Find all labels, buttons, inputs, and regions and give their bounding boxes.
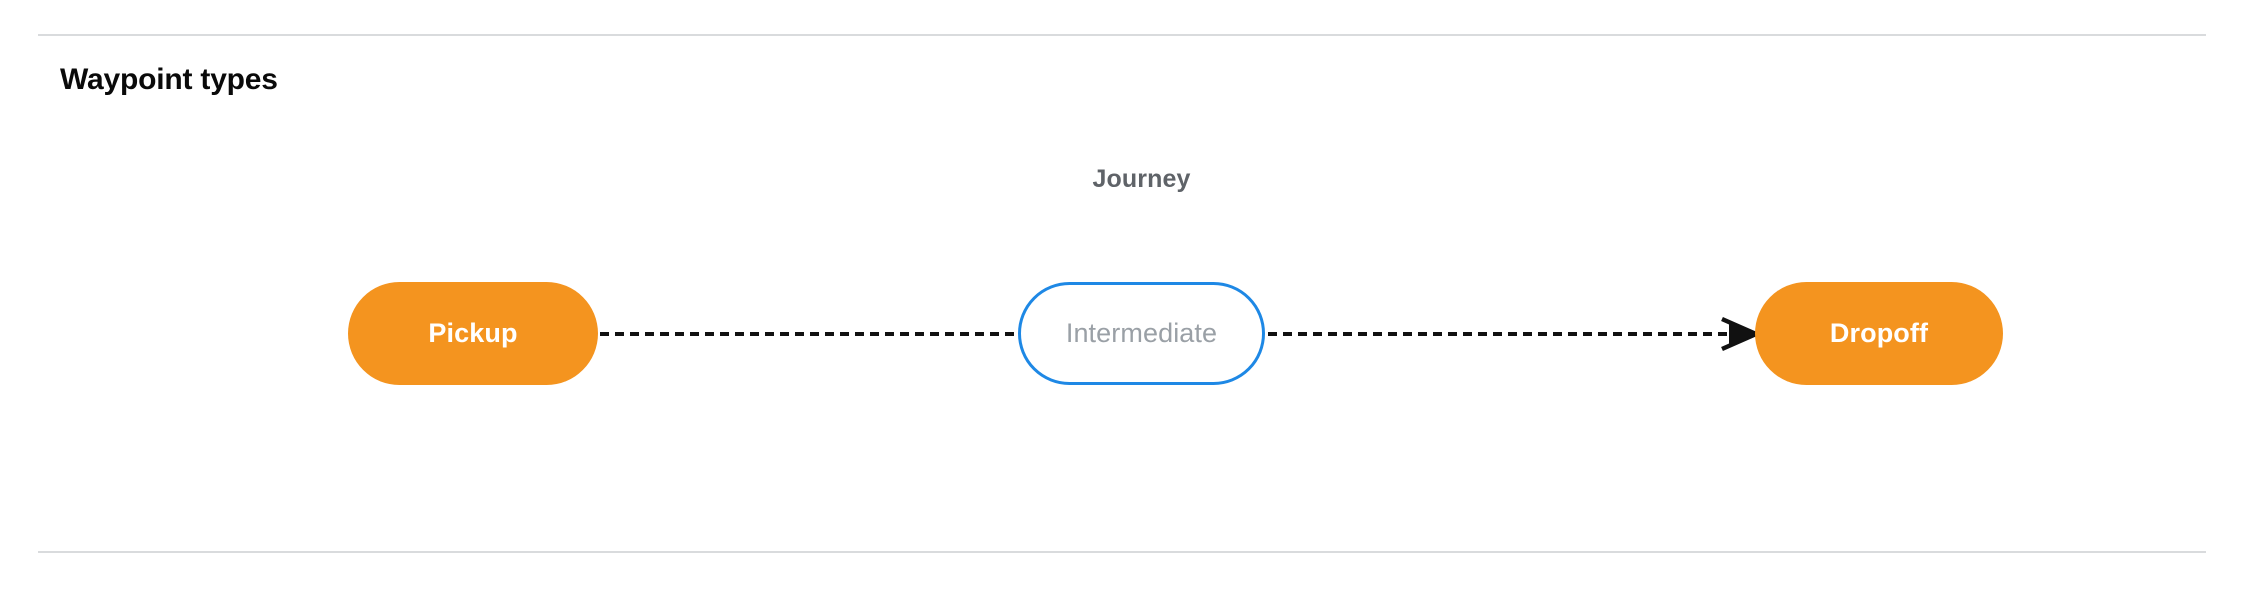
- waypoint-node-dropoff-label: Dropoff: [1829, 318, 1929, 348]
- waypoint-node-intermediate-label: Intermediate: [1065, 318, 1218, 348]
- waypoint-node-dropoff[interactable]: Dropoff: [1755, 282, 2003, 385]
- divider-bottom: [38, 551, 2206, 553]
- page-title: Waypoint types: [60, 63, 278, 96]
- waypoint-node-pickup[interactable]: Pickup: [348, 282, 598, 385]
- arrowhead-fill-icon: [1729, 322, 1757, 346]
- waypoint-node-pickup-label: Pickup: [428, 318, 518, 348]
- journey-group-label: Journey: [1092, 165, 1191, 193]
- divider-top: [38, 34, 2206, 36]
- waypoint-node-intermediate[interactable]: Intermediate: [1018, 282, 1265, 385]
- arrowhead-icon: [1721, 316, 1762, 352]
